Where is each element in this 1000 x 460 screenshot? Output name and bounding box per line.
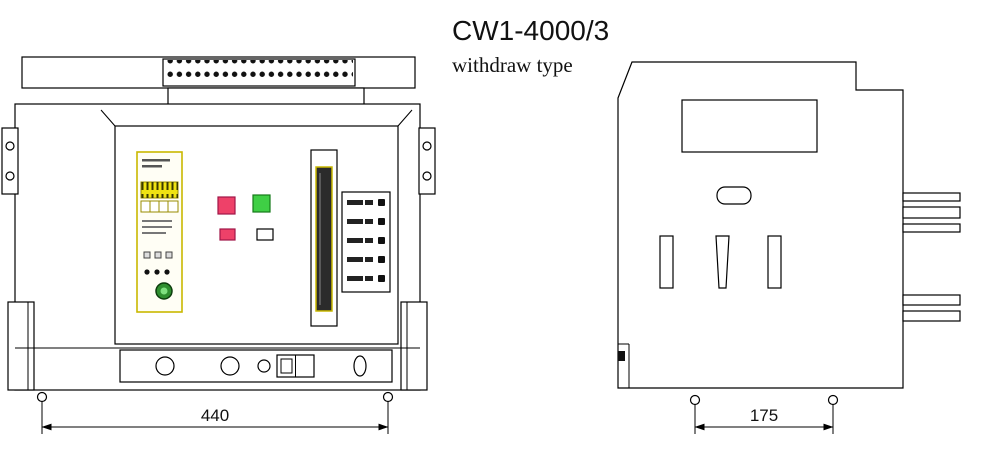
side-vent-slot-1 (659, 235, 674, 289)
dim-value-front: 440 (201, 406, 229, 425)
unit-key-3 (165, 251, 173, 259)
drawout-strip (119, 349, 393, 383)
vent-dots (165, 60, 353, 85)
right-ear-bracket (418, 127, 436, 195)
side-top-window (681, 99, 818, 153)
rating-row-4 (347, 256, 385, 263)
side-vent-slot-2 (715, 235, 730, 289)
rating-row-5 (347, 275, 385, 282)
right-ear-hole-top (422, 141, 432, 151)
rating-label-panel (341, 191, 391, 293)
dim-balloon-side-right (827, 394, 839, 406)
rating-row-2 (347, 218, 385, 225)
side-view: 175 (617, 61, 961, 434)
terminal-upper-2 (902, 206, 961, 219)
terminal-upper-3 (902, 223, 961, 233)
position-switch-inner (280, 358, 293, 374)
side-vent-slot-3 (767, 235, 782, 289)
unit-text-line-4 (142, 226, 172, 228)
unit-text-line-2 (142, 165, 162, 168)
rating-row-3 (347, 237, 385, 244)
top-step-block (167, 87, 365, 106)
drawing-subtitle: withdraw type (452, 53, 573, 77)
dim-value-side: 175 (750, 406, 778, 425)
rating-row-3-icon (378, 237, 385, 244)
rating-row-1-icon (378, 199, 385, 206)
unit-text-line-3 (142, 220, 172, 222)
side-latch-block (618, 351, 625, 361)
rating-row-2-text (347, 219, 363, 224)
rating-row-5-text2 (365, 276, 373, 281)
left-ear-bracket (1, 127, 19, 195)
rating-row-2-icon (378, 218, 385, 225)
right-ear-hole-bottom (422, 171, 432, 181)
unit-key-2 (154, 251, 162, 259)
off-button (217, 196, 236, 215)
rating-row-1-text (347, 200, 363, 205)
front-view: 440 (1, 56, 436, 434)
terminal-lower-2 (902, 310, 961, 322)
drawout-hole-3 (257, 359, 271, 373)
dim-balloon-right (382, 391, 394, 403)
rating-row-1-text2 (365, 200, 373, 205)
left-foot (7, 301, 35, 391)
drawing-title: CW1-4000/3 (452, 15, 609, 46)
unit-led-2 (154, 269, 160, 275)
rating-row-4-text (347, 257, 363, 262)
left-ear-hole-bottom (5, 171, 15, 181)
rating-row-4-text2 (365, 257, 373, 262)
right-foot (400, 301, 428, 391)
rear-terminals-lower (902, 294, 961, 322)
drawout-hole-1 (155, 356, 175, 376)
dim-balloon-side-left (689, 394, 701, 406)
terminal-lower-1 (902, 294, 961, 306)
rating-row-3-text (347, 238, 363, 243)
on-button (252, 194, 271, 213)
left-ear-hole-top (5, 141, 15, 151)
rating-row-4-icon (378, 256, 385, 263)
handle-bar (315, 166, 333, 312)
rating-row-1 (347, 199, 385, 206)
terminal-upper-1 (902, 192, 961, 202)
side-dimension: 175 (689, 394, 839, 434)
rating-row-5-icon (378, 275, 385, 282)
indicator-window (256, 228, 274, 241)
unit-text-line-5 (142, 232, 166, 234)
drawout-hole-2 (220, 356, 240, 376)
unit-key-1 (143, 251, 151, 259)
rating-row-2-text2 (365, 219, 373, 224)
rear-terminals-upper (902, 192, 961, 233)
panel-corner-line-right (397, 109, 413, 127)
reset-button (219, 228, 236, 241)
drawout-slot (353, 355, 367, 377)
unit-green-button-center (160, 287, 168, 295)
protection-unit (136, 151, 183, 313)
unit-barcode-stripes (141, 182, 178, 198)
rating-row-5-text (347, 276, 363, 281)
side-handle-slot (716, 186, 752, 205)
unit-text-line-1 (142, 159, 170, 162)
unit-led-1 (144, 269, 150, 275)
unit-led-3 (164, 269, 170, 275)
front-dimension: 440 (36, 391, 394, 434)
rating-row-3-text2 (365, 238, 373, 243)
dim-balloon-left (36, 391, 48, 403)
panel-corner-line-left (100, 109, 116, 127)
